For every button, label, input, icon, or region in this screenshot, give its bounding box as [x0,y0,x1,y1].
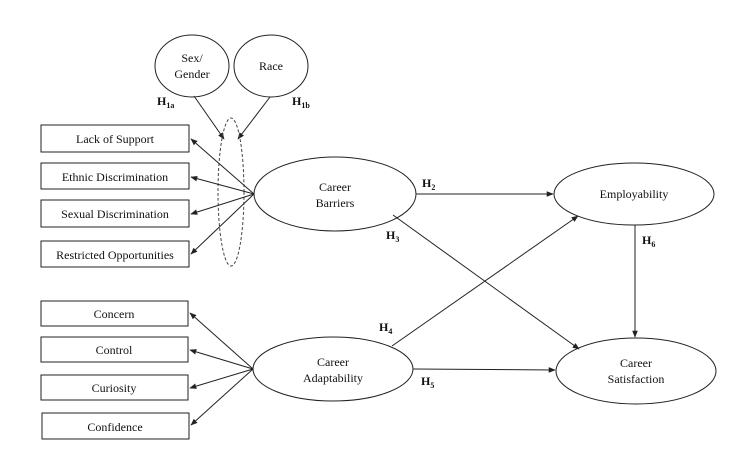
career-adaptability-label-line1: Career [317,355,349,369]
career-adaptability-label-line2: Adaptability [303,371,363,385]
moderator-sex-gender: Sex/ Gender [154,34,230,98]
sex-gender-label-line2: Gender [174,67,209,81]
indicator-box-curiosity: Curiosity [40,374,189,401]
hypothesis-label-h6: H6 [642,233,655,249]
career-satisfaction-label-line2: Satisfaction [608,372,665,386]
construct-career-adaptability: Career Adaptability [252,336,414,402]
indicator-box-confidence: Confidence [41,412,190,440]
indicator-label: Restricted Opportunities [56,248,174,262]
indicator-label: Concern [94,307,135,321]
path-h1a-arrow [193,95,225,140]
adaptability-loading-arrow [190,368,254,426]
construct-career-barriers: Career Barriers [253,156,417,232]
hypothesis-label-h1b: H1b [292,94,310,110]
barrier-loading-arrow [190,193,255,255]
indicator-box-sexual-discrimination: Sexual Discrimination [40,199,190,228]
hypothesis-label-h3: H3 [386,228,399,244]
path-h1b-arrow [237,96,271,140]
indicator-label: Ethnic Discrimination [62,170,168,184]
barrier-loading-arrow [190,138,255,195]
path-h5-arrow [412,367,556,373]
career-barriers-label-line2: Barriers [316,196,355,210]
indicator-label: Sexual Discrimination [61,207,169,221]
sex-gender-label-line1: Sex/ [181,51,203,65]
hypothesis-label-h4: H4 [379,320,392,336]
adaptability-loading-arrow [189,349,254,370]
barrier-loading-arrow [190,175,255,195]
indicator-label: Curiosity [92,381,137,395]
employability-label: Employability [600,187,669,201]
moderation-dashed-ellipse [217,117,245,267]
construct-employability: Employability [553,162,715,226]
indicator-box-restricted-opportunities: Restricted Opportunities [40,240,190,268]
indicator-box-concern: Concern [40,300,189,327]
indicator-label: Control [96,343,133,357]
indicator-label: Confidence [87,420,142,434]
path-h3-arrow [392,214,580,350]
hypothesis-label-h1a: H1a [157,94,174,110]
race-label: Race [259,59,283,73]
adaptability-loading-arrow [189,312,254,370]
indicator-label: Lack of Support [76,132,155,146]
path-h4-arrow [391,215,579,347]
moderator-race: Race [233,34,309,98]
career-barriers-label-line1: Career [319,180,351,194]
indicator-box-lack-of-support: Lack of Support [40,124,190,153]
barrier-loading-arrow [190,193,255,215]
hypothesis-label-h5: H5 [421,374,434,390]
adaptability-loading-arrow [189,368,254,389]
indicator-box-ethnic-discrimination: Ethnic Discrimination [40,162,190,190]
career-satisfaction-label-line1: Career [620,356,652,370]
hypothesis-label-h2: H2 [422,176,435,192]
construct-career-satisfaction: Career Satisfaction [555,337,717,405]
indicator-box-control: Control [40,336,189,363]
